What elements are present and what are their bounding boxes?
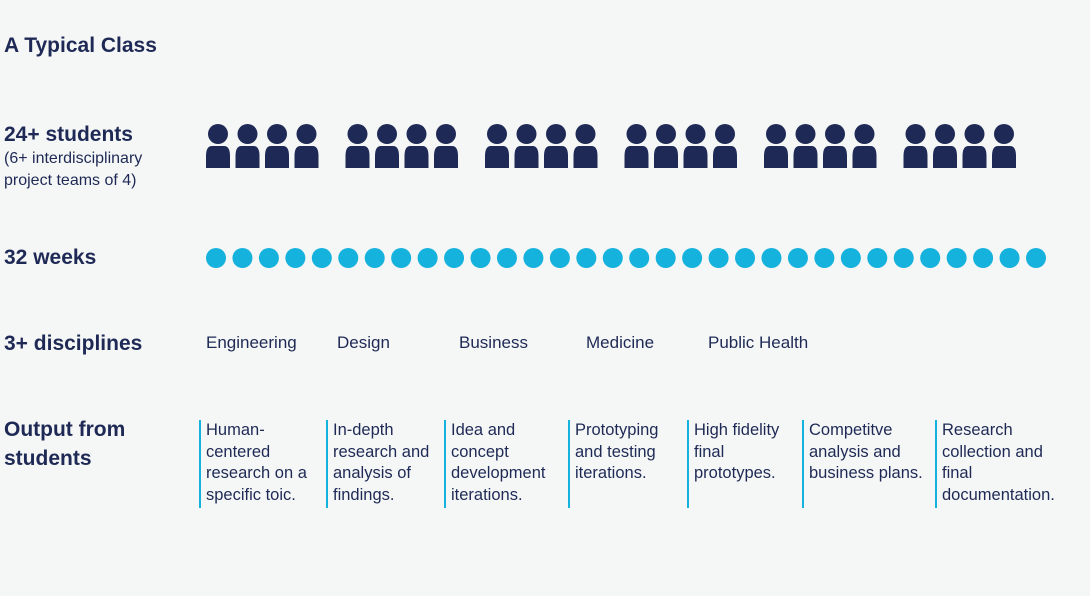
person-icon <box>404 124 429 168</box>
output-item-prototyping: Prototyping and testing iterations. <box>568 420 681 508</box>
week-dot <box>444 248 465 268</box>
person-icon <box>235 124 260 168</box>
week-dot <box>973 248 994 268</box>
person-icon <box>573 124 598 168</box>
week-dot <box>602 248 623 268</box>
week-dot <box>364 248 385 268</box>
person-icon <box>823 124 847 168</box>
discipline-engineering: Engineering <box>206 333 297 352</box>
output-item-business-plans: Competitve analysis and business plans. <box>802 420 933 508</box>
person-icon <box>434 124 458 168</box>
person-icon <box>962 124 987 168</box>
output-item-research: Human-centered research on a specific to… <box>199 420 318 508</box>
week-dot <box>629 248 650 268</box>
week-dot <box>787 248 808 268</box>
person-icon <box>713 124 737 168</box>
person-icon <box>793 124 818 168</box>
output-item-analysis: In-depth research and analysis of findin… <box>326 420 439 508</box>
person-icon <box>764 124 788 168</box>
week-dot <box>946 248 967 268</box>
week-dot <box>285 248 306 268</box>
person-icon <box>265 124 289 168</box>
students-sub-label: (6+ interdisciplinary project teams of 4… <box>4 150 143 189</box>
week-dot <box>761 248 782 268</box>
week-dot <box>523 248 544 268</box>
week-dot <box>311 248 332 268</box>
discipline-design: Design <box>337 333 390 352</box>
page-title: A Typical Class <box>4 34 157 57</box>
person-icon <box>683 124 708 168</box>
person-icon <box>544 124 568 168</box>
person-icon <box>514 124 539 168</box>
week-dot <box>206 248 226 268</box>
person-icon <box>294 124 319 168</box>
person-icon <box>933 124 957 168</box>
person-icon <box>903 124 928 168</box>
person-icon <box>654 124 678 168</box>
person-icon <box>992 124 1016 168</box>
person-icon <box>206 124 230 168</box>
week-dot <box>576 248 597 268</box>
person-icon <box>624 124 649 168</box>
week-dot <box>470 248 491 268</box>
week-dot <box>655 248 676 268</box>
week-dot <box>867 248 888 268</box>
students-label: 24+ students <box>4 123 133 146</box>
week-dot <box>549 248 570 268</box>
week-dot <box>258 248 279 268</box>
week-dot <box>1026 248 1046 268</box>
weeks-label: 32 weeks <box>4 246 97 269</box>
output-label: Output from students <box>4 418 126 470</box>
output-item-concept: Idea and concept development iterations. <box>444 420 563 508</box>
week-dot <box>232 248 253 268</box>
discipline-medicine: Medicine <box>586 333 655 352</box>
week-dot <box>391 248 412 268</box>
person-icon <box>852 124 877 168</box>
output-item-high-fidelity: High fidelity final prototypes. <box>687 420 798 508</box>
discipline-public-health: Public Health <box>708 333 809 352</box>
output-item-documentation: Research collection and final documentat… <box>935 420 1074 508</box>
week-dot <box>417 248 438 268</box>
week-dot <box>735 248 756 268</box>
week-dot <box>999 248 1020 268</box>
person-icon <box>375 124 399 168</box>
week-dot <box>814 248 835 268</box>
person-icon <box>345 124 370 168</box>
week-dot <box>893 248 914 268</box>
week-dot <box>920 248 941 268</box>
week-dot <box>840 248 861 268</box>
week-dot <box>682 248 703 268</box>
discipline-business: Business <box>459 333 528 352</box>
person-icon <box>485 124 509 168</box>
disciplines-label: 3+ disciplines <box>4 332 143 355</box>
week-dot <box>338 248 359 268</box>
week-dot <box>496 248 517 268</box>
week-dot <box>708 248 729 268</box>
